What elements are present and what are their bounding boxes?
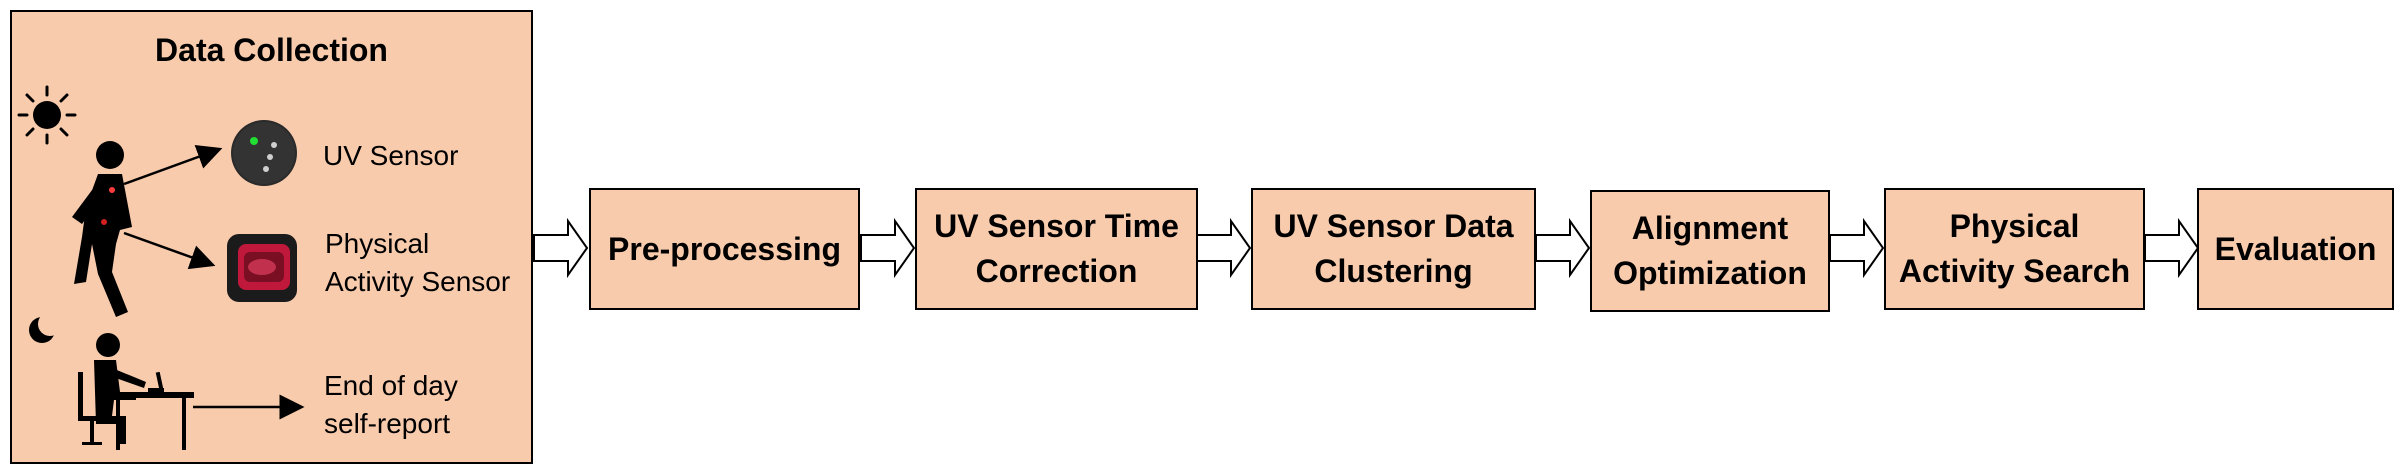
data-collection-title: Data Collection xyxy=(155,32,388,68)
sun-icon xyxy=(17,85,77,145)
block-arrow-3 xyxy=(1196,217,1252,279)
stage-uv-time-correction: UV Sensor Time Correction xyxy=(915,188,1198,310)
block-arrow-1 xyxy=(533,217,589,279)
stage-alignment-optimization: Alignment Optimization xyxy=(1590,190,1830,312)
block-arrow-2 xyxy=(860,217,916,279)
stage-label: Physical Activity Search xyxy=(1898,208,2131,289)
data-collection-panel: Data Collection xyxy=(10,10,533,464)
self-report-label: End of day self-report xyxy=(324,370,458,439)
moon-icon xyxy=(29,312,62,343)
person-at-desk-icon xyxy=(78,333,194,450)
stage-physical-activity-search: Physical Activity Search xyxy=(1884,188,2145,310)
stage-label: Alignment Optimization xyxy=(1613,210,1807,291)
wristband-sensor-icon xyxy=(227,234,297,302)
data-collection-illustration xyxy=(17,85,297,450)
block-arrow-4 xyxy=(1535,217,1591,279)
block-arrow-6 xyxy=(2144,217,2200,279)
activity-sensor-label: Physical Activity Sensor xyxy=(325,228,511,297)
stage-label: Pre-processing xyxy=(608,230,841,267)
walking-person-icon xyxy=(72,141,132,317)
uv-sensor-label: UV Sensor xyxy=(323,140,459,171)
stage-label: Evaluation xyxy=(2214,230,2377,267)
stage-uv-data-clustering: UV Sensor Data Clustering xyxy=(1251,188,1536,310)
block-arrow-5 xyxy=(1829,217,1885,279)
stage-evaluation: Evaluation xyxy=(2197,188,2394,310)
stage-label: UV Sensor Time Correction xyxy=(934,208,1179,289)
uv-sensor-device-icon xyxy=(231,120,297,186)
stage-preprocessing: Pre-processing xyxy=(589,188,860,310)
stage-label: UV Sensor Data Clustering xyxy=(1273,208,1514,289)
